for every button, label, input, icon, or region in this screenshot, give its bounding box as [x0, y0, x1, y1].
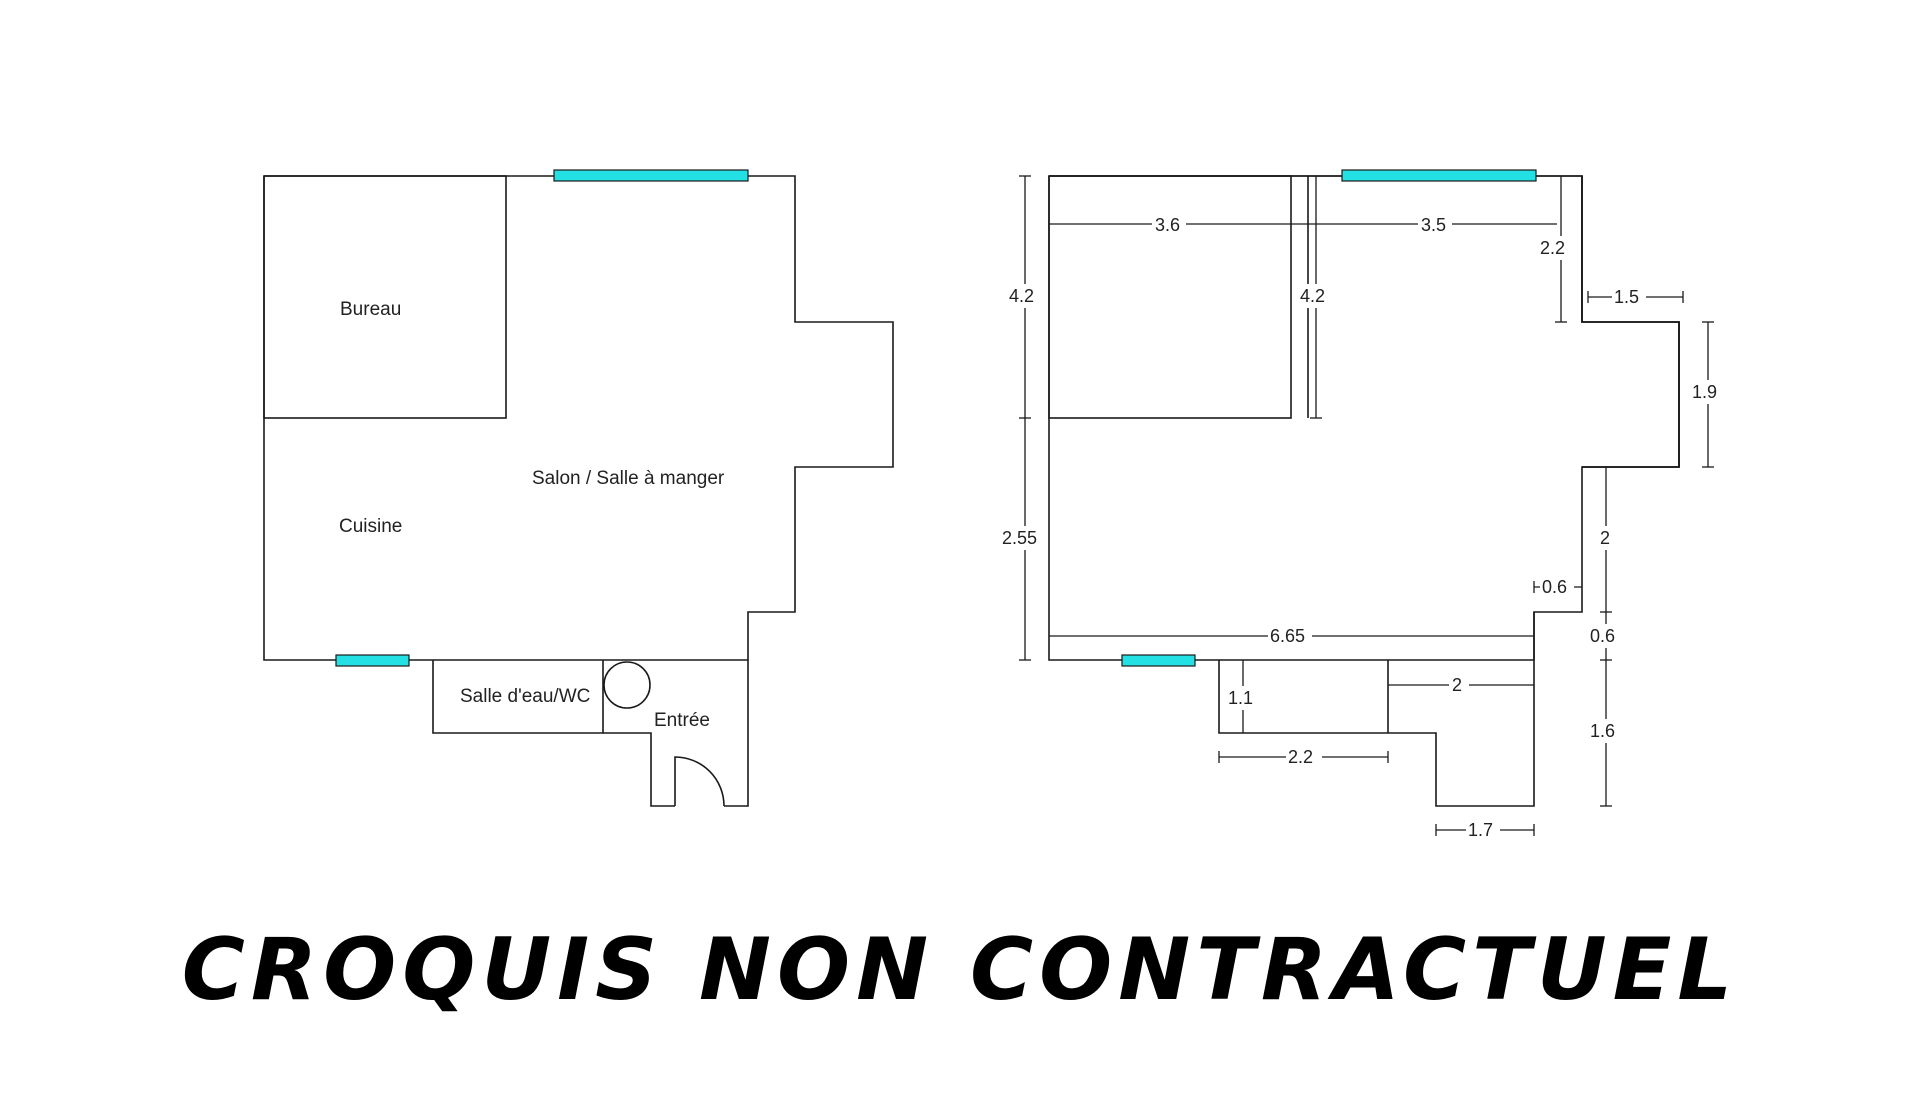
window-top-right-plan [1341, 169, 1537, 182]
dim-label: 3.6 [1155, 215, 1180, 235]
right-bureau-walls [1048, 175, 1292, 419]
entree-walls [603, 732, 675, 807]
toilet-fixture [603, 661, 651, 709]
room-label-salle-eau: Salle d'eau/WC [460, 686, 590, 707]
salle-eau-walls [432, 660, 604, 734]
room-label-entree: Entrée [654, 710, 710, 731]
dim-label: 3.5 [1421, 215, 1446, 235]
bureau-walls [263, 175, 507, 419]
window-bottom-left-plan [335, 654, 410, 667]
dim-label: 2.2 [1540, 238, 1565, 258]
window-top-left-plan [553, 169, 749, 182]
room-label-bureau: Bureau [340, 299, 401, 320]
left-plan-outline [263, 175, 894, 661]
entree-right-wall [724, 660, 749, 807]
left-plan: Bureau Salon / Salle à manger Cuisine Sa… [263, 169, 894, 807]
dim-label: 4.2 [1300, 286, 1325, 306]
dim-label: 0.6 [1542, 577, 1567, 597]
right-plan-outline-east [1048, 176, 1680, 807]
room-label-salon: Salon / Salle à manger [532, 468, 725, 489]
dim-label: 2 [1452, 675, 1462, 695]
dim-label: 2.2 [1288, 747, 1313, 767]
disclaimer-banner: CROQUIS NON CONTRACTUEL [181, 920, 1739, 1020]
dim-label: 4.2 [1009, 286, 1034, 306]
dim-label: 1.7 [1468, 820, 1493, 840]
dim-label: 1.9 [1692, 382, 1717, 402]
dim-label: 0.6 [1590, 626, 1615, 646]
dim-label: 1.5 [1614, 287, 1639, 307]
dim-label: 1.6 [1590, 721, 1615, 741]
entry-door-swing [674, 756, 725, 807]
dim-label: 6.65 [1270, 626, 1305, 646]
dim-label: 2 [1600, 528, 1610, 548]
room-label-cuisine: Cuisine [339, 516, 402, 537]
dim-label: 1.1 [1228, 688, 1253, 708]
right-plan: 3.6 3.5 2.2 4.2 4.2 1.5 1.9 2.55 2 0.6 6… [1000, 169, 1726, 842]
dimension-labels: 3.6 3.5 2.2 4.2 4.2 1.5 1.9 2.55 2 0.6 6… [1000, 212, 1726, 842]
window-bottom-right-plan [1121, 654, 1196, 667]
dim-label: 2.55 [1002, 528, 1037, 548]
